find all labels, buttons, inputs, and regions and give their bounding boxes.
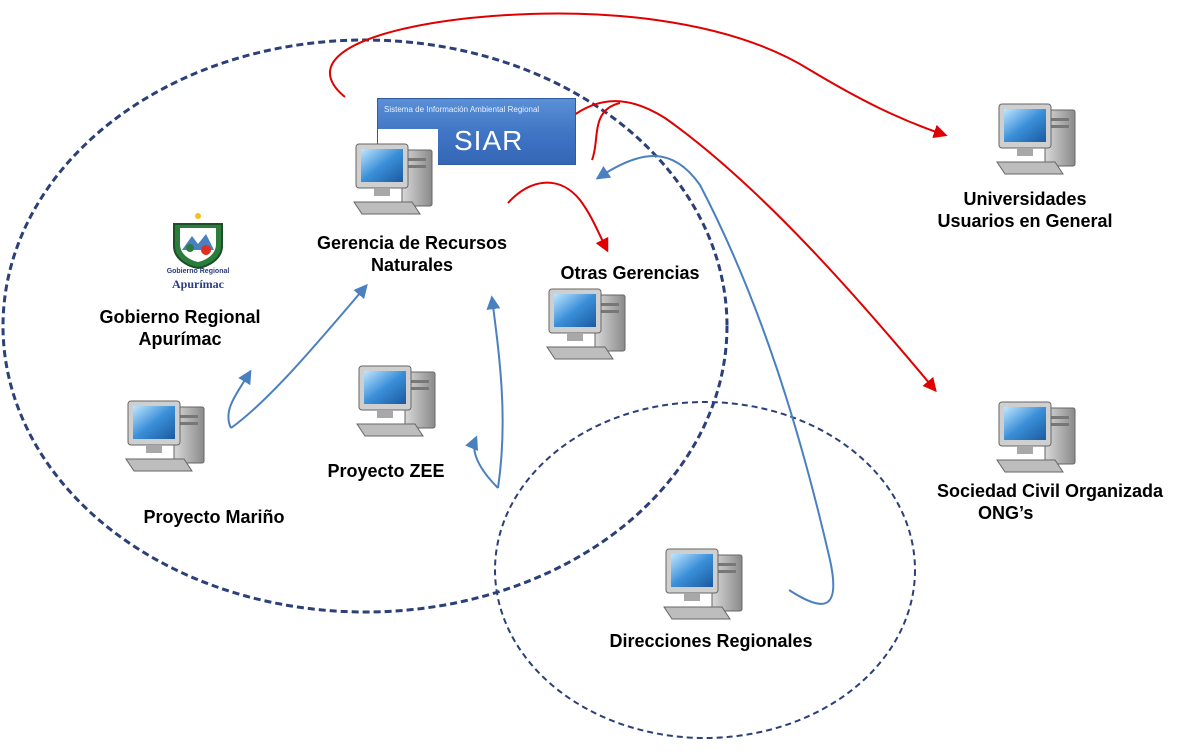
- logo-text-apurimac: Apurímac: [172, 277, 224, 291]
- arrow-gerencia-to-otras: [507, 181, 609, 253]
- arrow-marino-to-gerencia: [227, 369, 252, 429]
- computer-icon-universidades: [996, 103, 1076, 175]
- label-gobierno-regional: Gobierno Regional Apurímac: [75, 306, 285, 350]
- gobierno-regional-logo: Gobierno Regional Apurímac: [160, 210, 236, 302]
- computer-icon-proyecto-marino: [125, 400, 205, 472]
- logo-text-gobierno: Gobierno Regional: [166, 268, 230, 275]
- arrow-siar-loop: [591, 102, 621, 161]
- siar-title: SIAR: [454, 125, 524, 156]
- label-universidades-line1: Universidades: [963, 189, 1087, 209]
- arrow-siar-to-sociedad: [569, 100, 937, 393]
- label-proyecto-zee: Proyecto ZEE: [327, 461, 445, 481]
- label-sociedad-civil: Sociedad Civil Organizada ONG’s: [910, 480, 1190, 524]
- arrow-direcciones-to-siar: [595, 155, 835, 605]
- arrow-zee-to-gerencia-2: [486, 295, 504, 489]
- computer-icon-proyecto-zee: [356, 365, 436, 437]
- label-universidades: Universidades Usuarios en General: [905, 188, 1145, 232]
- arrow-zee-to-gerencia: [465, 435, 499, 489]
- label-universidades-line2: Usuarios en General: [937, 211, 1113, 231]
- label-otras-gerencias: Otras Gerencias: [560, 263, 700, 283]
- label-sociedad-line2: ONG’s: [978, 503, 1034, 523]
- label-gobierno-line2: Apurímac: [138, 329, 222, 349]
- label-gerencia: Gerencia de Recursos Naturales: [286, 232, 538, 276]
- label-proyecto-marino: Proyecto Mariño: [143, 507, 285, 527]
- arrow-marino-to-gerencia-2: [230, 283, 368, 429]
- computer-icon-otras-gerencias: [546, 288, 626, 360]
- arrow-siar-to-universidades: [329, 12, 948, 139]
- label-gerencia-line2: Naturales: [370, 255, 454, 275]
- siar-subtitle: Sistema de Información Ambiental Regiona…: [384, 105, 540, 114]
- label-sociedad-line1: Sociedad Civil Organizada: [936, 481, 1164, 501]
- label-gerencia-line1: Gerencia de Recursos: [316, 233, 508, 253]
- computer-icon-sociedad-civil: [996, 401, 1076, 473]
- computer-icon-gerencia: [353, 143, 433, 215]
- label-gobierno-line1: Gobierno Regional: [99, 307, 261, 327]
- label-direcciones-regionales: Direcciones Regionales: [609, 631, 813, 651]
- coat-of-arms-icon: [173, 213, 223, 270]
- regional-directorates-boundary: [494, 401, 916, 739]
- computer-icon-direcciones: [663, 548, 743, 620]
